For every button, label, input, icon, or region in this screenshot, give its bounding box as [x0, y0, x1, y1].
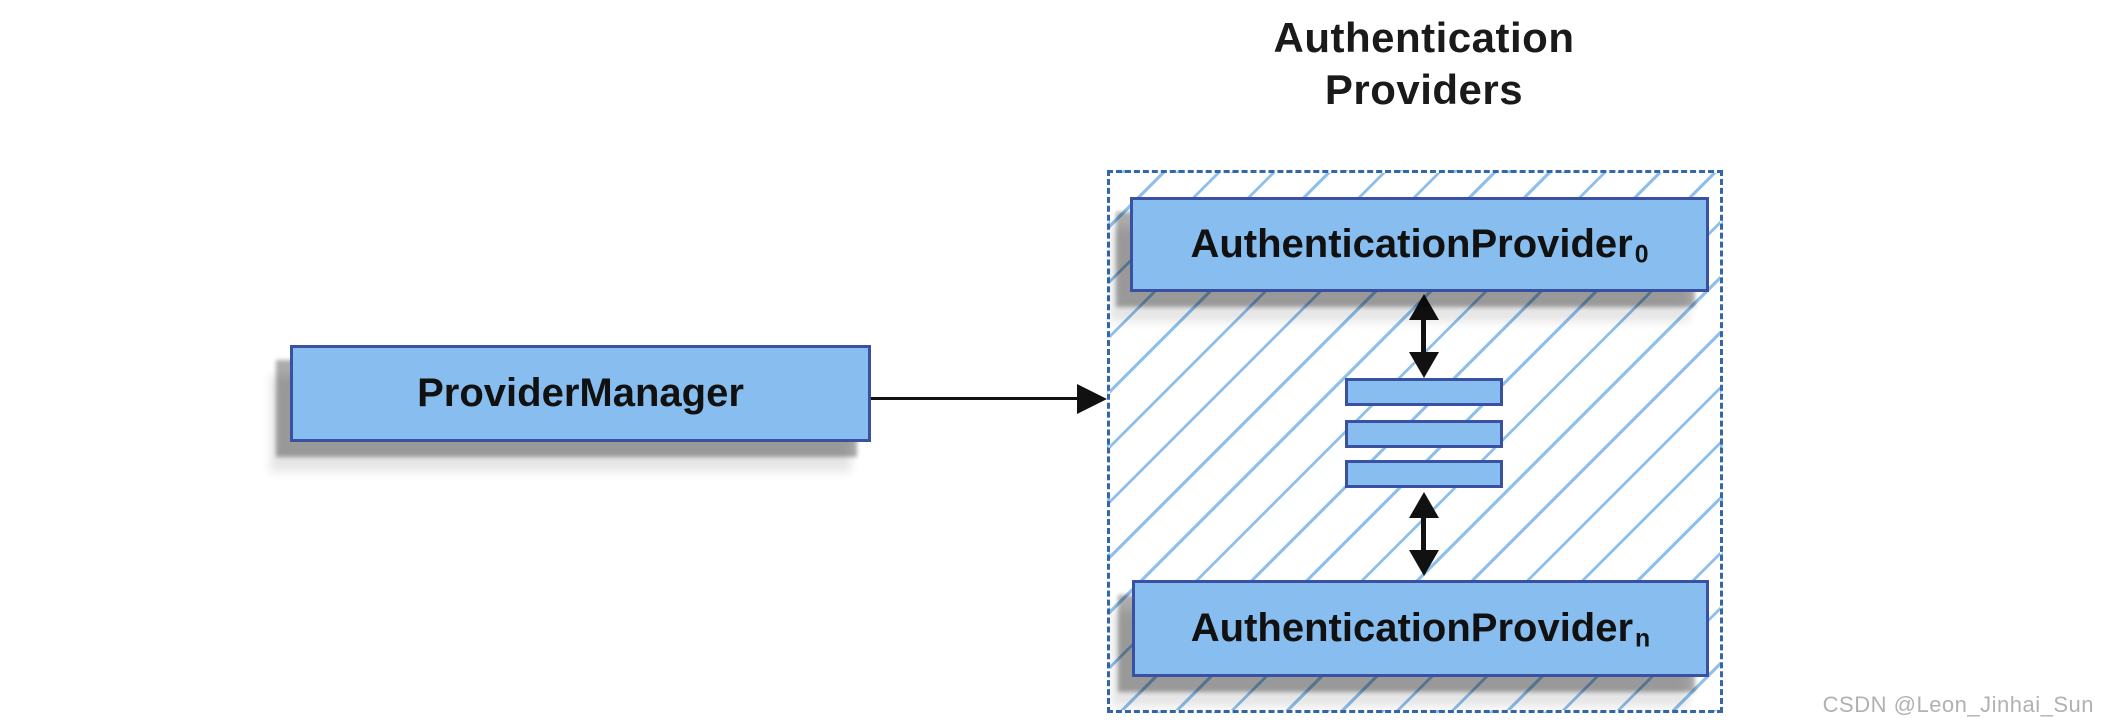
authentication-provider-n-label: AuthenticationProvider [1190, 606, 1634, 650]
ellipsis-bar [1345, 420, 1503, 448]
ellipsis-bar [1345, 378, 1503, 406]
provider0-ellipsis-arrow-line [1421, 316, 1426, 356]
ellipsis-providerN-arrow-line [1421, 514, 1426, 554]
manager-to-providers-arrowhead-icon [1077, 384, 1107, 414]
authentication-provider-0-label: AuthenticationProvider [1190, 222, 1633, 266]
watermark: CSDN @Leon_Jinhai_Sun [1822, 692, 2094, 717]
provider0-ellipsis-arrowhead-down-icon [1409, 352, 1439, 378]
ellipsis-bar [1345, 460, 1503, 488]
ellipsis-providerN-arrowhead-down-icon [1409, 550, 1439, 576]
manager-to-providers-arrow-line [868, 397, 1080, 400]
provider-manager-label: ProviderManager [417, 371, 744, 415]
authentication-providers-title: Authentication Providers [1273, 14, 1575, 113]
ellipsis-providerN-arrowhead-up-icon [1409, 492, 1439, 518]
provider0-ellipsis-arrowhead-up-icon [1409, 294, 1439, 320]
provider-manager-node: ProviderManager [290, 345, 871, 442]
